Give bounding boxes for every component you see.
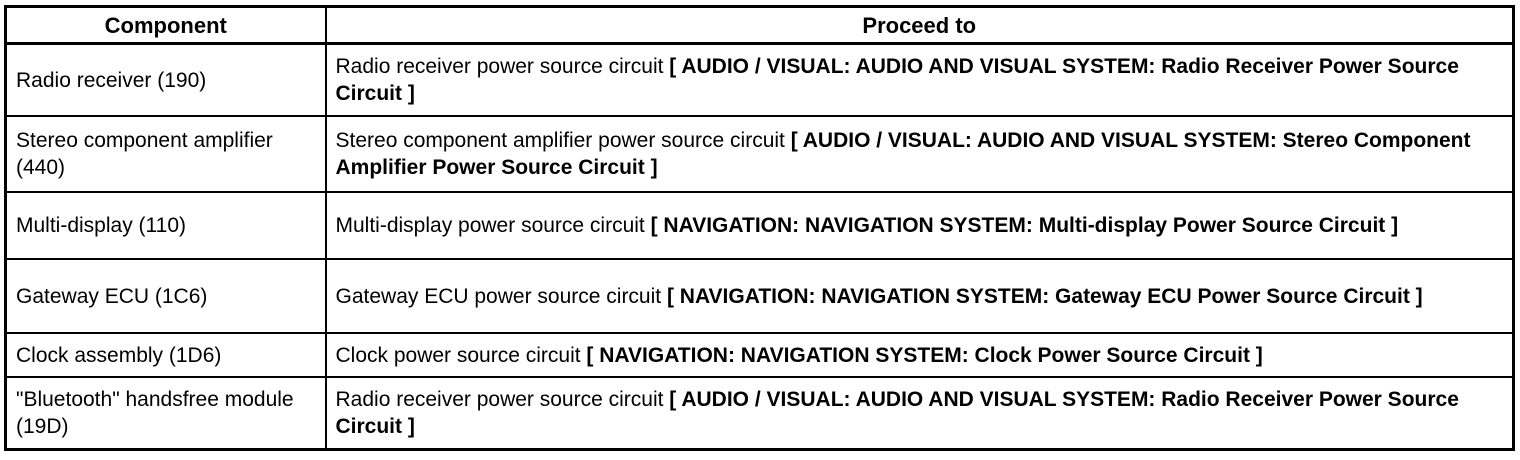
proceed-cell: Radio receiver power source circuit [ AU…: [324, 42, 1515, 117]
proceed-text: Multi-display power source circuit: [335, 214, 651, 237]
table-row: Gateway ECU (1C6) Gateway ECU power sour…: [4, 258, 1515, 334]
proceed-text: Clock power source circuit: [335, 343, 587, 367]
proceed-text: Radio receiver power source circuit: [335, 55, 670, 78]
proceed-reference: [ NAVIGATION: NAVIGATION SYSTEM: Gateway…: [666, 284, 1423, 308]
component-cell: Radio receiver (190): [4, 42, 327, 117]
proceed-text: Stereo component amplifier power source …: [335, 129, 791, 152]
component-cell: "Bluetooth" handsfree module (19D): [4, 376, 327, 451]
column-header-proceed-to: Proceed to: [324, 5, 1515, 45]
proceed-cell: Clock power source circuit [ NAVIGATION:…: [324, 332, 1515, 378]
table-row: Multi-display (110) Multi-display power …: [4, 191, 1515, 260]
table-row: Clock assembly (1D6) Clock power source …: [4, 332, 1515, 378]
component-cell: Multi-display (110): [4, 191, 327, 260]
proceed-cell: Gateway ECU power source circuit [ NAVIG…: [324, 258, 1515, 334]
proceed-reference: [ NAVIGATION: NAVIGATION SYSTEM: Clock P…: [586, 343, 1263, 367]
component-cell: Clock assembly (1D6): [4, 332, 327, 378]
component-proceed-table: Component Proceed to Radio receiver (190…: [4, 5, 1515, 451]
table-row: Stereo component amplifier (440) Stereo …: [4, 115, 1515, 193]
proceed-cell: Radio receiver power source circuit [ AU…: [324, 376, 1515, 451]
proceed-cell: Stereo component amplifier power source …: [324, 115, 1515, 193]
component-cell: Gateway ECU (1C6): [4, 258, 327, 334]
proceed-text: Gateway ECU power source circuit: [335, 284, 667, 308]
proceed-cell: Multi-display power source circuit [ NAV…: [324, 191, 1515, 260]
proceed-reference: [ AUDIO / VISUAL: AUDIO AND VISUAL SYSTE…: [335, 388, 1459, 438]
table-header-row: Component Proceed to: [4, 5, 1515, 45]
table-row: "Bluetooth" handsfree module (19D) Radio…: [4, 376, 1515, 451]
proceed-reference: [ AUDIO / VISUAL: AUDIO AND VISUAL SYSTE…: [335, 55, 1459, 105]
proceed-reference: [ NAVIGATION: NAVIGATION SYSTEM: Multi-d…: [650, 214, 1399, 237]
table-row: Radio receiver (190) Radio receiver powe…: [4, 42, 1515, 117]
component-cell: Stereo component amplifier (440): [4, 115, 327, 193]
proceed-text: Radio receiver power source circuit: [335, 388, 670, 411]
column-header-component: Component: [4, 5, 327, 45]
proceed-reference: [ AUDIO / VISUAL: AUDIO AND VISUAL SYSTE…: [335, 129, 1471, 179]
